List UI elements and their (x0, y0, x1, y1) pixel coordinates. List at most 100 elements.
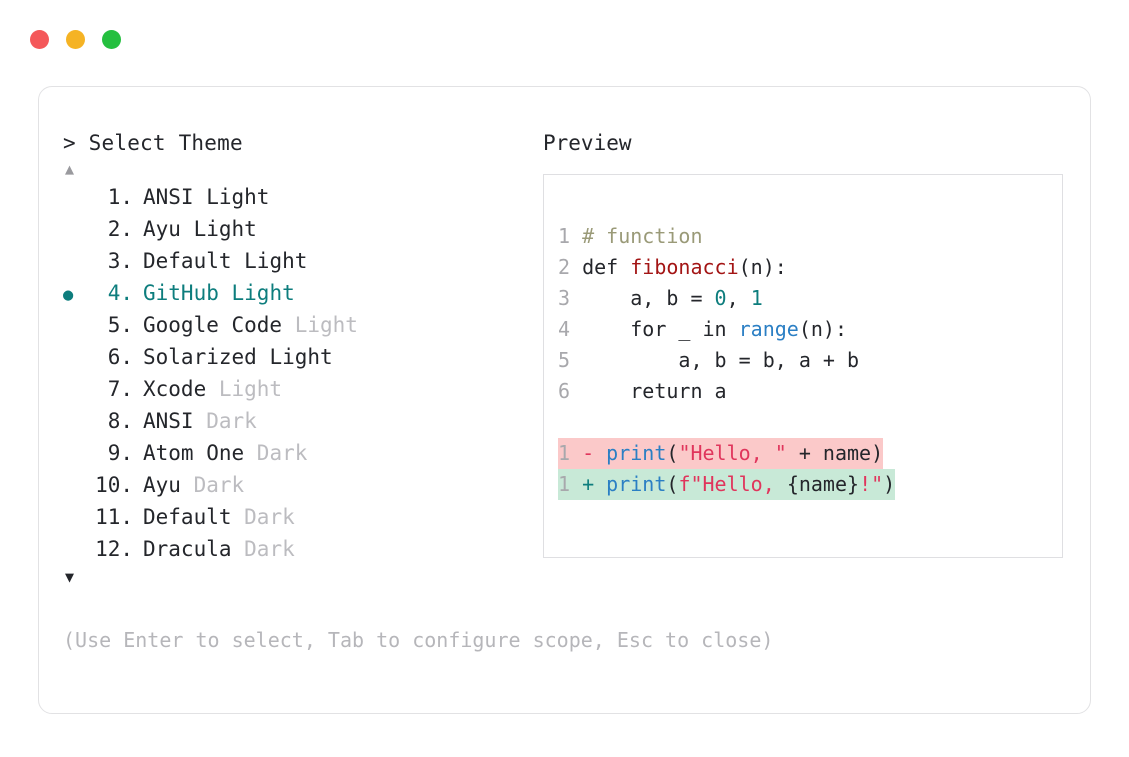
code-line: 3 a, b = 0, 1 (558, 283, 763, 314)
code-token: a, b = b, a + b (570, 348, 860, 372)
diff-line-plus: 1 + print(f"Hello, {name}!") (558, 469, 896, 500)
line-number: 6 (558, 379, 571, 403)
line-number: 4 (558, 317, 571, 341)
theme-item-number: 12. (95, 537, 133, 561)
line-number: 1 (558, 472, 571, 496)
theme-item-name: Default (143, 505, 245, 529)
code-token: fibonacci (630, 255, 739, 279)
theme-item-name: Atom One (143, 441, 257, 465)
code-line: 1 # function (558, 221, 703, 252)
code-token: f"Hello, (678, 472, 787, 496)
theme-item-number: 6. (107, 345, 133, 369)
theme-item-variant: Dark (244, 537, 295, 561)
code-line: 5 a, b = b, a + b (558, 345, 859, 376)
code-token: print (606, 441, 667, 465)
theme-item-number: 11. (95, 505, 133, 529)
code-token: print (606, 472, 667, 496)
code-line: 2 def fibonacci(n): (558, 252, 787, 283)
preview-label: Preview (543, 131, 632, 155)
code-token: range (738, 317, 799, 341)
code-token: "Hello, " (678, 441, 787, 465)
theme-item-variant: Light (244, 249, 308, 273)
theme-item-name: GitHub (143, 281, 232, 305)
theme-item-variant: Dark (193, 473, 245, 497)
code-token: (n): (738, 255, 787, 279)
theme-item-name: Ayu (143, 473, 194, 497)
line-number: 5 (558, 348, 571, 372)
close-window-button[interactable] (30, 30, 49, 49)
theme-list-item[interactable]: 8. ANSI Dark (63, 405, 533, 437)
code-token: (n): (798, 317, 848, 341)
code-token: {name} (786, 472, 860, 496)
theme-item-number: 7. (107, 377, 133, 401)
diff-sign: - (570, 441, 607, 465)
theme-item-number: 1. (107, 185, 133, 209)
theme-item-name: ANSI (143, 409, 207, 433)
theme-item-name: Ayu (143, 217, 194, 241)
code-token: , (726, 286, 751, 310)
theme-list-item[interactable]: 6. Solarized Light (63, 341, 533, 373)
theme-item-variant: Light (269, 345, 333, 369)
scroll-down-icon[interactable]: ▼ (65, 568, 75, 586)
theme-item-variant: Light (193, 217, 257, 241)
theme-list-item[interactable]: 1. ANSI Light (63, 181, 533, 213)
theme-list-item[interactable]: 7.Xcode Light (63, 373, 533, 405)
code-token: for _ in (570, 317, 739, 341)
theme-item-variant: Dark (256, 441, 308, 465)
theme-list-item[interactable]: 12. Dracula Dark (63, 533, 533, 565)
code-line: 6 return a (558, 376, 727, 407)
code-token: ( (666, 472, 679, 496)
theme-list-item[interactable]: ● 4. GitHub Light (63, 277, 533, 309)
theme-item-variant: Light (218, 377, 283, 401)
theme-list-item[interactable]: 2. Ayu Light (63, 213, 533, 245)
theme-selector-pane: > Select Theme ▲ 1. ANSI Light 2. Ayu Light… (63, 129, 533, 589)
code-token: # function (570, 224, 703, 248)
code-blank-line (558, 407, 1062, 438)
code-token: def (570, 255, 631, 279)
theme-item-name: Default (143, 249, 245, 273)
maximize-window-button[interactable] (102, 30, 121, 49)
theme-list-item[interactable]: 3.Default Light (63, 245, 533, 277)
theme-item-name: Dracula (143, 537, 245, 561)
theme-list-item[interactable]: 11. Default Dark (63, 501, 533, 533)
theme-item-variant: Light (294, 313, 358, 337)
theme-item-variant: Light (206, 185, 270, 209)
theme-item-variant: Light (231, 281, 295, 305)
theme-item-name: Google Code (143, 313, 295, 337)
theme-item-number: 8. (107, 409, 133, 433)
code-token: + name) (786, 441, 884, 465)
window-traffic-lights (30, 30, 121, 49)
theme-item-variant: Dark (206, 409, 257, 433)
keyboard-hint: (Use Enter to select, Tab to configure s… (63, 628, 774, 652)
code-token: ( (666, 441, 679, 465)
code-token: 0 (714, 286, 727, 310)
diff-line-minus: 1 - print("Hello, " + name) (558, 438, 884, 469)
code-token: return a (570, 379, 727, 403)
code-line: 4 for _ in range(n): (558, 314, 847, 345)
code-token: !" (859, 472, 884, 496)
theme-item-number: 2. (107, 217, 133, 241)
diff-sign: + (570, 472, 607, 496)
theme-item-number: 4. (107, 281, 133, 305)
theme-item-name: Solarized (143, 345, 270, 369)
line-number: 1 (558, 224, 571, 248)
selected-bullet-icon: ● (63, 285, 74, 305)
code-token: 1 (750, 286, 763, 310)
scroll-up-icon[interactable]: ▲ (65, 160, 75, 178)
page-title: > Select Theme (63, 131, 243, 155)
theme-item-variant: Dark (244, 505, 295, 529)
theme-item-number: 10. (95, 473, 133, 497)
theme-list-item[interactable]: 5. Google Code Light (63, 309, 533, 341)
line-number: 3 (558, 286, 571, 310)
theme-list-item[interactable]: 10. Ayu Dark (63, 469, 533, 501)
theme-list-item[interactable]: 9. Atom One Dark (63, 437, 533, 469)
theme-item-number: 9. (107, 441, 133, 465)
theme-item-name: ANSI (143, 185, 207, 209)
minimize-window-button[interactable] (66, 30, 85, 49)
code-token: a, b = (570, 286, 715, 310)
theme-item-number: 5. (107, 313, 133, 337)
